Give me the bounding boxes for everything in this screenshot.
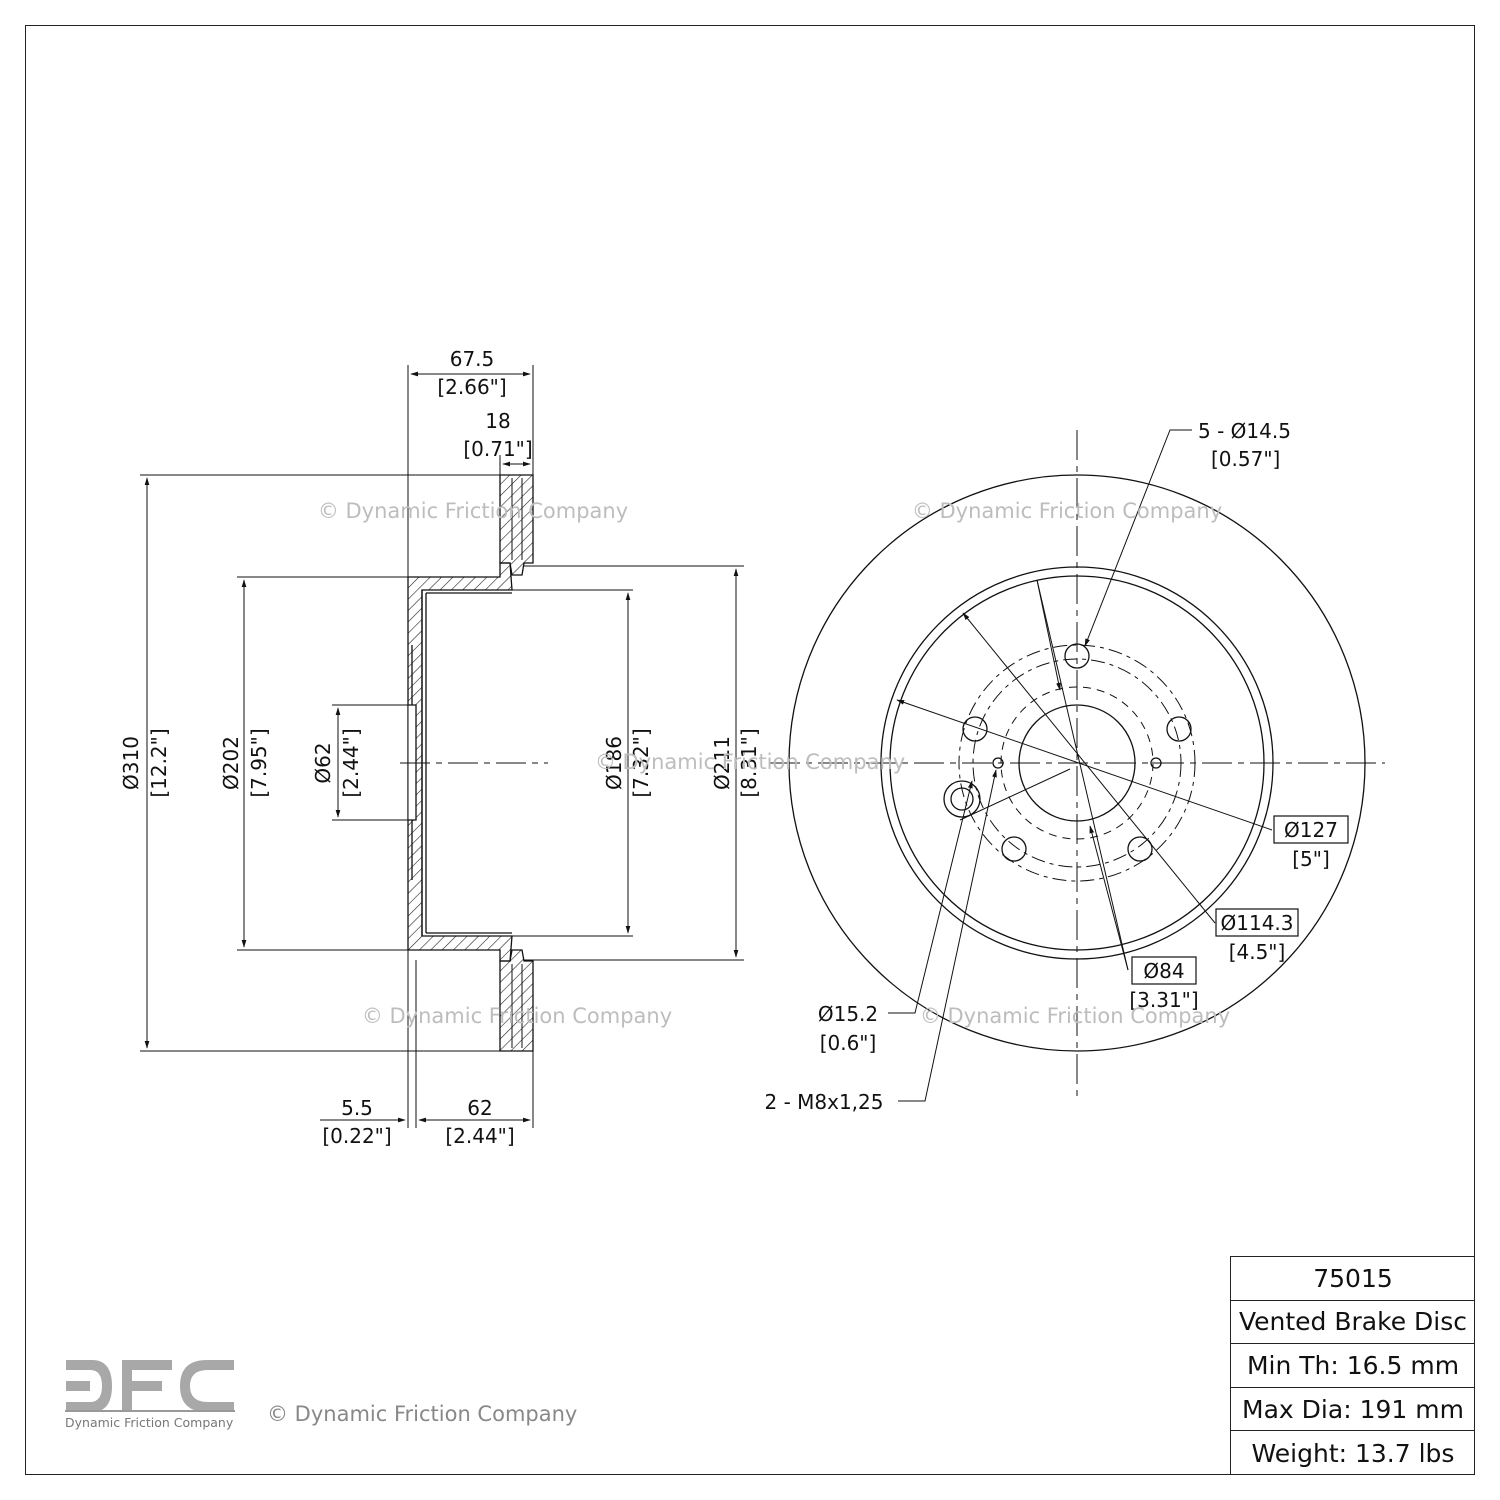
front-view-labels: 5 - Ø14.5 [0.57"] Ø127 [5"] Ø114.3 [4.5"… bbox=[764, 419, 1337, 1114]
dim-pilot-in: [0.6"] bbox=[820, 1031, 877, 1055]
logo-subtitle: Dynamic Friction Company bbox=[65, 1410, 235, 1430]
side-view-labels: 67.5 [2.66"] 18 [0.71"] Ø310 [12.2"] Ø20… bbox=[119, 347, 761, 1148]
hat-section bbox=[407, 562, 513, 962]
copyright-notice: © Dynamic Friction Company bbox=[267, 1402, 578, 1426]
dim-inner-ring-in: [8.31"] bbox=[737, 728, 761, 797]
dim-pcd-127-in: [5"] bbox=[1292, 847, 1330, 871]
bolt-hole bbox=[1127, 836, 1153, 862]
dim-pcd-127: Ø127 bbox=[1284, 818, 1338, 842]
dim-total-height: 67.5 bbox=[450, 347, 495, 371]
dim-pilot: Ø15.2 bbox=[818, 1002, 878, 1026]
front-view bbox=[770, 429, 1385, 1102]
dim-outer-diameter: Ø310 bbox=[119, 736, 143, 790]
watermarks: © Dynamic Friction Company © Dynamic Fri… bbox=[318, 499, 1230, 1028]
dim-hat-flange-in: [0.22"] bbox=[322, 1124, 391, 1148]
dim-hat-flange: 5.5 bbox=[341, 1096, 373, 1120]
weight: Weight: 13.7 lbs bbox=[1251, 1438, 1455, 1468]
dim-bolt-holes-in: [0.57"] bbox=[1211, 447, 1280, 471]
dim-inner-hat: Ø186 bbox=[602, 736, 626, 790]
dim-center-bore: Ø62 bbox=[311, 742, 335, 783]
dim-disc-thickness: 18 bbox=[485, 409, 510, 433]
pilot-hole bbox=[943, 780, 981, 818]
dim-bolt-holes: 5 - Ø14.5 bbox=[1198, 419, 1291, 443]
watermark-text: © Dynamic Friction Company bbox=[912, 499, 1222, 523]
dim-pcd-114: Ø114.3 bbox=[1221, 911, 1294, 935]
disc-band-bottom bbox=[499, 949, 534, 1052]
watermark-text: © Dynamic Friction Company bbox=[595, 750, 905, 774]
bolt-hole bbox=[1001, 836, 1027, 862]
max-diameter: Max Dia: 191 mm bbox=[1231, 1388, 1475, 1432]
dim-hat-diameter-in: [7.95"] bbox=[247, 728, 271, 797]
part-number: 75015 bbox=[1231, 1257, 1475, 1301]
dim-inner-ring: Ø211 bbox=[710, 736, 734, 790]
dim-total-height-in: [2.66"] bbox=[437, 375, 506, 399]
dim-bore-84-in: [3.31"] bbox=[1129, 988, 1198, 1012]
dfc-logo bbox=[66, 1360, 234, 1412]
dim-hat-diameter: Ø202 bbox=[219, 736, 243, 790]
dim-bore-84: Ø84 bbox=[1143, 959, 1184, 983]
watermark-text: © Dynamic Friction Company bbox=[318, 499, 628, 523]
bolt-hole bbox=[1166, 716, 1192, 742]
watermark-text: © Dynamic Friction Company bbox=[920, 1004, 1230, 1028]
disc-band-top bbox=[499, 474, 534, 576]
drawing-frame bbox=[25, 25, 1475, 1475]
dim-thread: 2 - M8x1,25 bbox=[764, 1090, 883, 1114]
dim-inner-hat-in: [7.32"] bbox=[629, 728, 653, 797]
dim-pcd-114-in: [4.5"] bbox=[1229, 940, 1286, 964]
dim-disc-thickness-in: [0.71"] bbox=[463, 437, 532, 461]
min-thickness: Min Th: 16.5 mm bbox=[1231, 1344, 1475, 1388]
title-block: 75015 Vented Brake Disc Min Th: 16.5 mm … bbox=[1230, 1256, 1475, 1475]
side-view bbox=[140, 365, 744, 1128]
dim-hat-depth-in: [2.44"] bbox=[445, 1124, 514, 1148]
dim-hat-depth: 62 bbox=[467, 1096, 492, 1120]
dim-outer-diameter-in: [12.2"] bbox=[147, 728, 171, 797]
bolt-hole bbox=[962, 716, 988, 742]
dim-center-bore-in: [2.44"] bbox=[339, 728, 363, 797]
part-description: Vented Brake Disc bbox=[1231, 1301, 1475, 1345]
watermark-text: © Dynamic Friction Company bbox=[362, 1004, 672, 1028]
